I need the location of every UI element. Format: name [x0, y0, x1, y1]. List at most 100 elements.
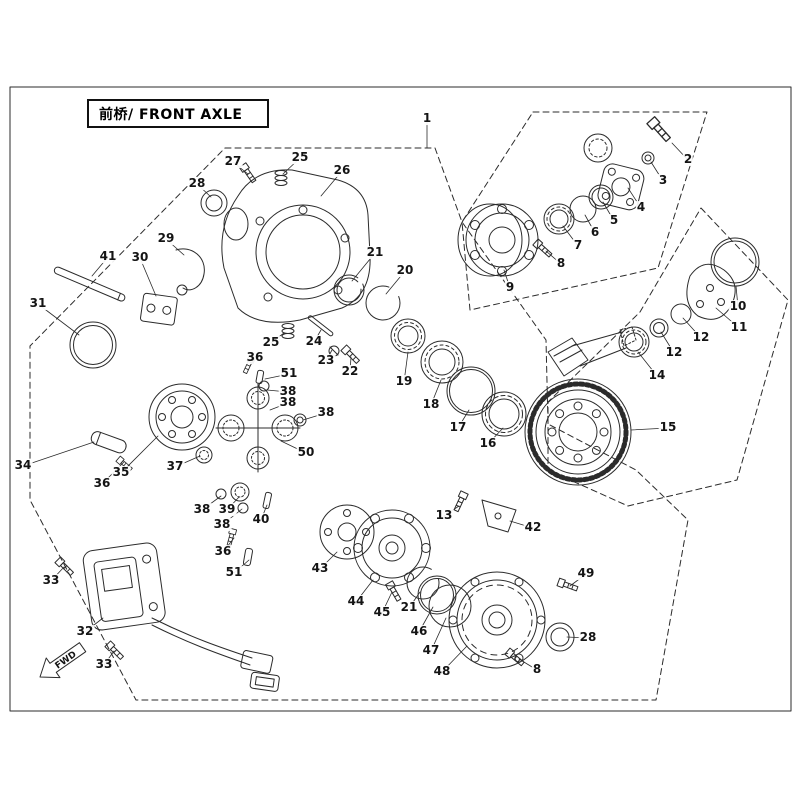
pinion-gear-39 [230, 482, 250, 502]
snap-ring-21b [406, 566, 440, 600]
leader-line-45 [381, 591, 393, 614]
pin-51-top [255, 369, 265, 385]
leader-line-51 [264, 373, 290, 380]
gasket-43 [319, 504, 375, 560]
leader-line-51 [233, 559, 250, 574]
page-border [9, 86, 792, 712]
ring-12b [649, 318, 669, 338]
leader-line-31 [37, 303, 80, 336]
bearing-7 [543, 203, 575, 235]
pin-40 [262, 491, 272, 510]
hub-flange-44 [353, 509, 431, 587]
bearing-14 [618, 326, 650, 358]
bolt-27 [238, 162, 258, 185]
leader-line-37 [174, 455, 201, 468]
washer-3 [641, 151, 655, 165]
spring-25-top [274, 170, 288, 186]
leader-line-48 [441, 645, 468, 673]
leader-line-38 [221, 508, 243, 526]
leader-line-40 [260, 504, 268, 521]
leader-line-47 [430, 617, 447, 652]
leader-line-28 [566, 636, 589, 639]
leader-line-30 [139, 257, 157, 297]
leader-line-38 [201, 495, 222, 511]
gasket-11 [686, 263, 736, 320]
leader-line-39 [226, 496, 240, 511]
leader-line-2 [671, 142, 689, 161]
splined-sleeve-19 [390, 318, 426, 354]
plug-23 [328, 345, 340, 357]
leader-line-38 [302, 412, 327, 421]
ring-gear-15 [524, 378, 632, 486]
differential-spider-50 [215, 383, 301, 473]
leader-line-15 [630, 427, 669, 431]
flange-4 [597, 163, 645, 211]
bolt-36-top [241, 355, 256, 375]
ring-12a [670, 303, 692, 325]
bracket-42 [481, 499, 517, 533]
pin-51-bottom [242, 547, 253, 567]
ring-47 [428, 584, 472, 628]
o-ring-31 [69, 321, 117, 369]
wheel-hub-9 [457, 203, 539, 277]
spline-stub [583, 133, 613, 163]
leader-line-21 [351, 252, 376, 282]
bracket-30 [139, 292, 178, 326]
actuator-motor-32 [82, 542, 166, 631]
bolt-49 [556, 577, 580, 594]
wiring-harness [151, 617, 280, 692]
diagram-title: 前桥/ FRONT AXLE [99, 106, 243, 123]
rod-41 [53, 266, 126, 302]
bolt-33b [104, 640, 126, 662]
assembly-boundaries [29, 111, 789, 701]
leader-lines [22, 118, 740, 673]
leader-line-27 [232, 161, 249, 175]
leader-line-12 [660, 331, 675, 354]
leader-line-25 [270, 332, 285, 344]
spring-25-mid [281, 323, 295, 339]
leader-line-18 [430, 379, 442, 406]
splined-gear-18 [420, 340, 464, 384]
leader-line-22 [349, 356, 352, 373]
leader-line-20 [385, 270, 406, 295]
bolt-8a [532, 238, 554, 259]
snap-ring-21 [333, 274, 365, 306]
leader-line-38 [266, 389, 289, 393]
leader-line-34 [22, 441, 95, 467]
breather-pipe-29 [175, 248, 205, 296]
flange-35 [148, 383, 216, 451]
cover-48 [448, 571, 546, 669]
leader-line-49 [569, 573, 587, 587]
leader-line-8 [545, 250, 562, 265]
leader-line-26 [320, 170, 343, 197]
pin-24 [307, 315, 334, 337]
leader-line-24 [313, 329, 322, 343]
leader-line-38 [269, 402, 289, 411]
oil-seal-28 [200, 189, 228, 217]
leader-line-6 [584, 214, 596, 234]
leader-line-50 [280, 440, 307, 454]
leader-line-42 [509, 520, 534, 529]
leader-line-44 [355, 579, 374, 603]
pinion-shaft [547, 326, 637, 377]
leader-line-10 [735, 285, 739, 308]
leader-line-29 [165, 238, 185, 256]
leader-line-33 [50, 566, 65, 582]
washers-38 [215, 380, 307, 514]
circlip-20 [365, 285, 401, 321]
leader-line-33 [103, 650, 115, 666]
bearing-16 [481, 391, 527, 437]
gear-37 [195, 446, 213, 464]
bolt-36-bottom [225, 527, 238, 547]
leader-line-41 [91, 256, 109, 277]
leader-line-14 [637, 351, 658, 377]
leader-line-3 [650, 161, 664, 182]
o-ring-17 [446, 366, 496, 416]
gear-housing [221, 169, 371, 323]
leader-line-35 [120, 435, 159, 474]
fwd-label: FWD [54, 650, 79, 672]
roller-34 [90, 431, 127, 454]
fwd-arrow: FWD [39, 642, 87, 679]
diagram-title-box: 前桥/ FRONT AXLE [87, 99, 269, 128]
